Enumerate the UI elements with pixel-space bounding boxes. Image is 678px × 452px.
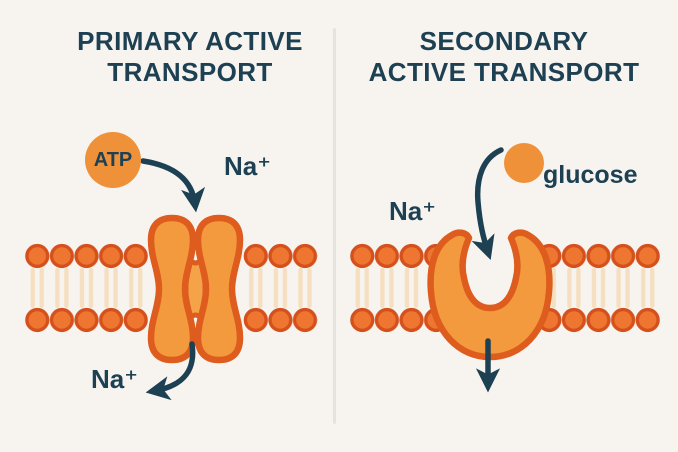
glucose-molecule bbox=[504, 143, 544, 183]
atp-arrow bbox=[140, 158, 206, 213]
right-panel-title: SECONDARY ACTIVE TRANSPORT bbox=[344, 26, 664, 87]
left-panel-title-line1: PRIMARY ACTIVE bbox=[77, 26, 303, 56]
channel-protein-right-lobe bbox=[194, 214, 244, 364]
left-panel-title-line2: TRANSPORT bbox=[107, 56, 273, 87]
channel-protein bbox=[147, 214, 244, 364]
sodium-label-outside-left: Na⁺ bbox=[224, 151, 271, 181]
glucose-in-arrow bbox=[471, 147, 504, 261]
atp-molecule: ATP bbox=[85, 132, 141, 188]
carrier-protein bbox=[427, 229, 553, 361]
sodium-label-inside-left: Na⁺ bbox=[91, 364, 138, 394]
left-membrane bbox=[25, 243, 318, 333]
sodium-out-arrow bbox=[145, 341, 196, 401]
glucose-label: glucose bbox=[543, 161, 638, 189]
channel-protein-left-lobe bbox=[147, 214, 197, 364]
right-panel-title-line2: ACTIVE TRANSPORT bbox=[368, 56, 640, 87]
sodium-label-right: Na⁺ bbox=[389, 196, 436, 226]
left-panel-title: PRIMARY ACTIVE TRANSPORT bbox=[30, 26, 350, 87]
panel-divider bbox=[333, 28, 336, 424]
atp-label: ATP bbox=[93, 148, 133, 171]
right-panel-title-line1: SECONDARY bbox=[419, 26, 589, 56]
